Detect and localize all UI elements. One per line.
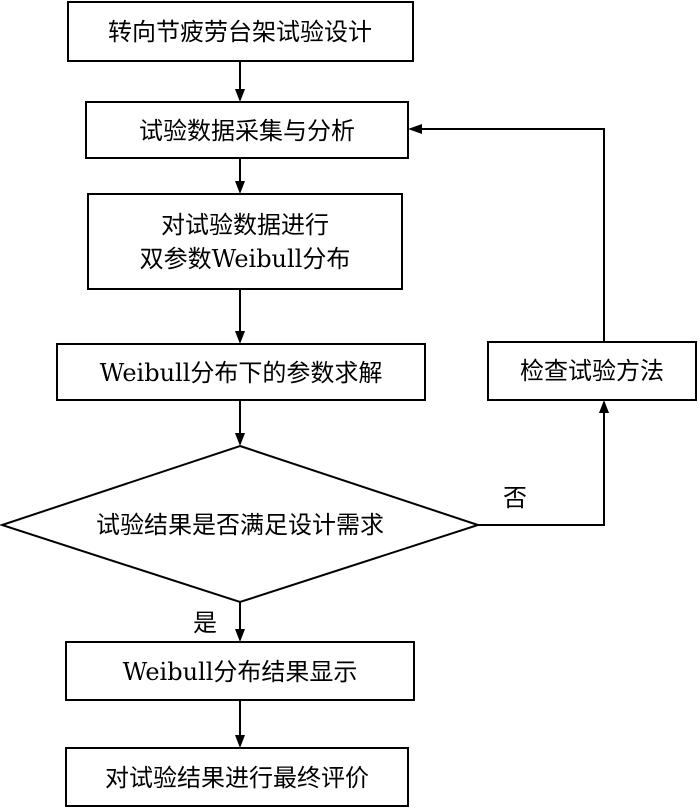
- arrowhead-check: [599, 400, 609, 413]
- arrowhead-collect-return: [408, 124, 422, 134]
- node-final-evaluation: 对试验结果进行最终评价: [65, 747, 409, 807]
- node-check-method-label: 检查试验方法: [520, 357, 664, 385]
- arrowhead-solve: [235, 331, 245, 344]
- node-collect: 试验数据采集与分析: [85, 101, 409, 159]
- node-design-label: 转向节疲劳台架试验设计: [108, 18, 372, 46]
- arrowhead-display: [235, 629, 245, 642]
- arrowhead-evaluate: [235, 735, 245, 748]
- node-parameter-solve: Weibull分布下的参数求解: [56, 343, 426, 401]
- edge-decision-no-to-check: [478, 410, 605, 526]
- node-weibull-fit-line1: 对试验数据进行: [161, 211, 329, 239]
- node-design: 转向节疲劳台架试验设计: [67, 1, 414, 62]
- edge-label-no: 否: [503, 484, 527, 512]
- edge-label-yes: 是: [193, 609, 217, 637]
- node-result-display: Weibull分布结果显示: [65, 641, 415, 701]
- node-decision-label: 试验结果是否满足设计需求: [96, 511, 384, 539]
- arrowhead-decision: [235, 433, 245, 446]
- edge-check-to-collect: [419, 128, 605, 342]
- arrowhead-fit: [235, 181, 245, 194]
- node-parameter-solve-label: Weibull分布下的参数求解: [100, 359, 383, 387]
- node-collect-label: 试验数据采集与分析: [139, 117, 355, 145]
- node-final-evaluation-label: 对试验结果进行最终评价: [105, 764, 369, 792]
- node-weibull-fit: 对试验数据进行 双参数Weibull分布: [87, 193, 403, 290]
- node-weibull-fit-line2: 双参数Weibull分布: [140, 245, 351, 273]
- node-decision: 试验结果是否满足设计需求: [0, 444, 482, 604]
- node-result-display-label: Weibull分布结果显示: [123, 658, 358, 686]
- arrowhead-collect: [235, 89, 245, 102]
- node-check-method: 检查试验方法: [487, 341, 697, 401]
- connectors: [235, 61, 609, 748]
